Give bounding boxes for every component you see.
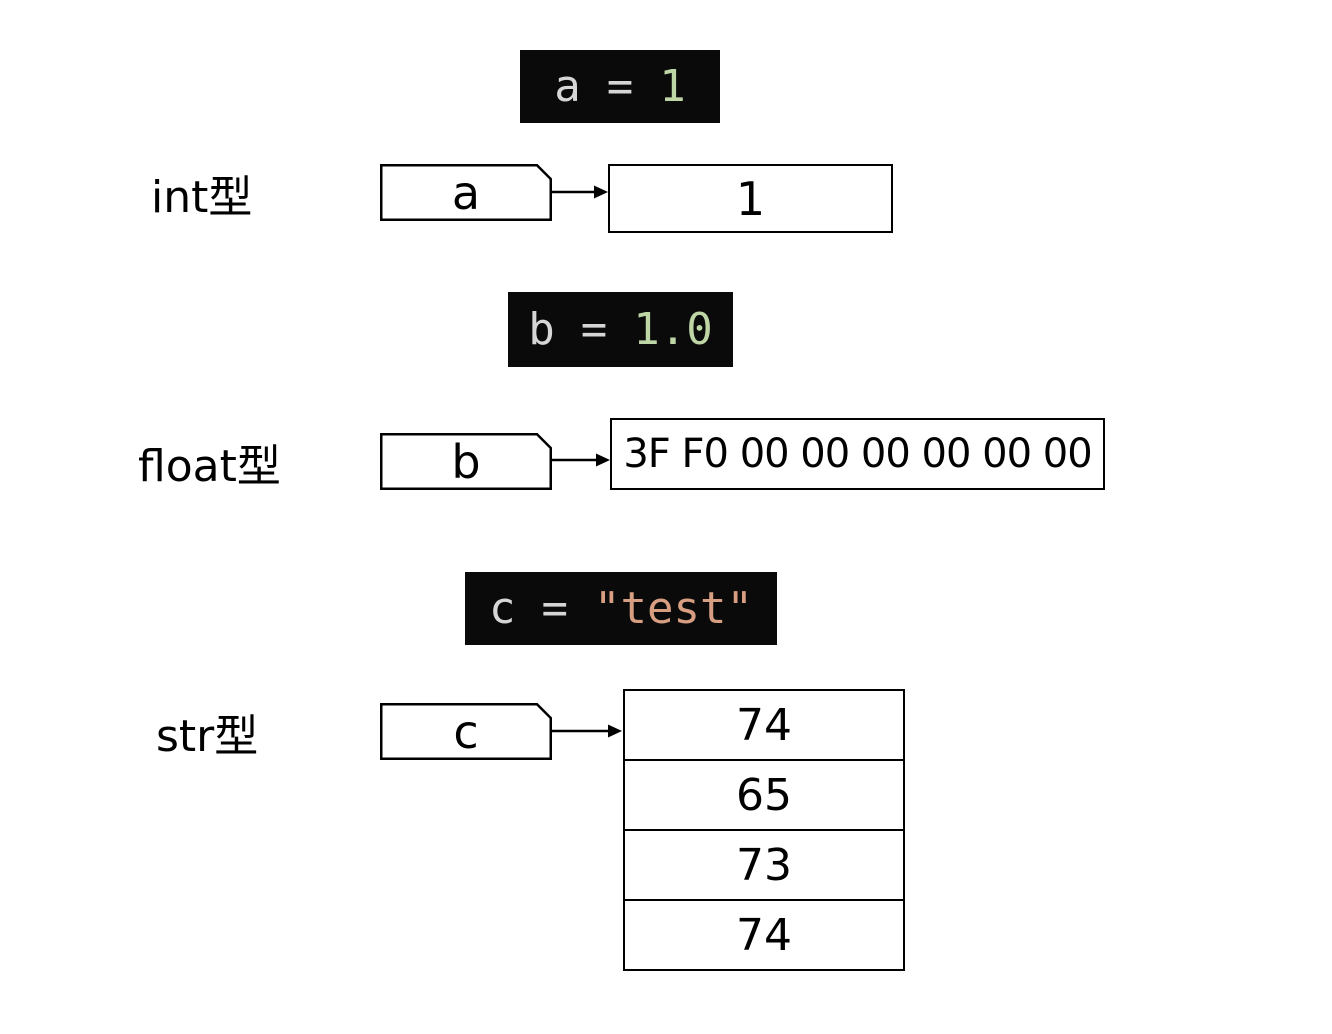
variable-name-c: c — [453, 704, 479, 759]
type-label-float: float型 — [138, 440, 281, 492]
code-snippet-float: b = 1.0 — [508, 292, 733, 367]
variable-tag-c: c — [380, 703, 552, 760]
variable-name-a: a — [451, 165, 481, 220]
type-label-int: int型 — [151, 171, 253, 223]
type-label-str: str型 — [156, 710, 259, 762]
tag-shape-icon — [380, 433, 552, 490]
string-byte-stack: 74 65 73 74 — [623, 689, 905, 971]
memory-cell: 74 — [625, 899, 903, 969]
memory-cell: 73 — [625, 829, 903, 899]
variable-name-b: b — [451, 434, 481, 489]
arrow-icon — [552, 453, 610, 467]
code-variable: c — [489, 582, 516, 634]
code-equals-operator: = — [541, 582, 569, 634]
int-value: 1 — [735, 171, 766, 226]
arrow-icon — [552, 185, 608, 199]
arrow-icon — [552, 724, 622, 738]
variable-tag-a: a — [380, 164, 552, 221]
tag-shape-icon — [380, 703, 552, 760]
value-box-int: 1 — [608, 164, 893, 233]
variable-tag-b: b — [380, 433, 552, 490]
code-equals-operator: = — [606, 60, 634, 112]
value-box-float: 3F F0 00 00 00 00 00 00 — [610, 418, 1105, 490]
code-equals-operator: = — [580, 303, 608, 355]
code-snippet-int: a = 1 — [520, 50, 720, 123]
code-snippet-str: c = "test" — [465, 572, 777, 645]
code-variable: b — [528, 303, 555, 355]
float-hex-value: 3F F0 00 00 00 00 00 00 — [623, 431, 1092, 477]
memory-cell: 74 — [736, 699, 792, 751]
code-number-literal: 1 — [659, 60, 686, 112]
code-number-literal: 1.0 — [633, 303, 713, 355]
tag-shape-icon — [380, 164, 552, 221]
code-variable: a — [554, 60, 581, 112]
memory-cell: 65 — [625, 759, 903, 829]
code-string-literal: "test" — [594, 582, 753, 634]
